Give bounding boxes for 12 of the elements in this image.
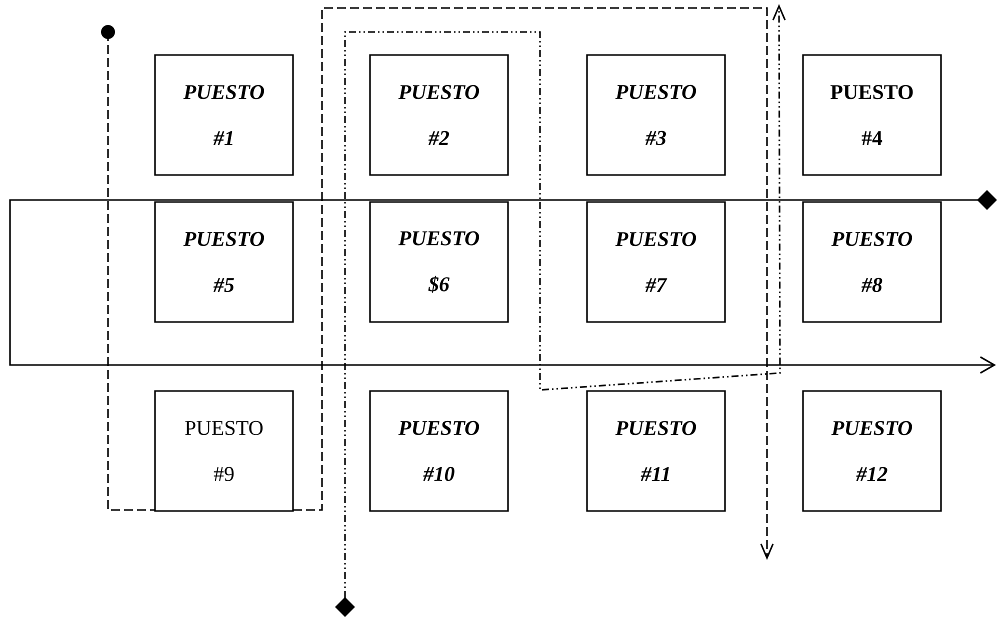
station-box: PUESTO $6 — [369, 201, 509, 323]
station-box: PUESTO #11 — [586, 390, 726, 512]
station-box: PUESTO #5 — [154, 201, 294, 323]
station-box: PUESTO #3 — [586, 54, 726, 176]
station-box: PUESTO #9 — [154, 390, 294, 512]
station-box: PUESTO #2 — [369, 54, 509, 176]
station-box: PUESTO #10 — [369, 390, 509, 512]
station-box: PUESTO #7 — [586, 201, 726, 323]
station-box: PUESTO #8 — [802, 201, 942, 323]
station-box: PUESTO #1 — [154, 54, 294, 176]
station-box: PUESTO #12 — [802, 390, 942, 512]
station-box: PUESTO #4 — [802, 54, 942, 176]
